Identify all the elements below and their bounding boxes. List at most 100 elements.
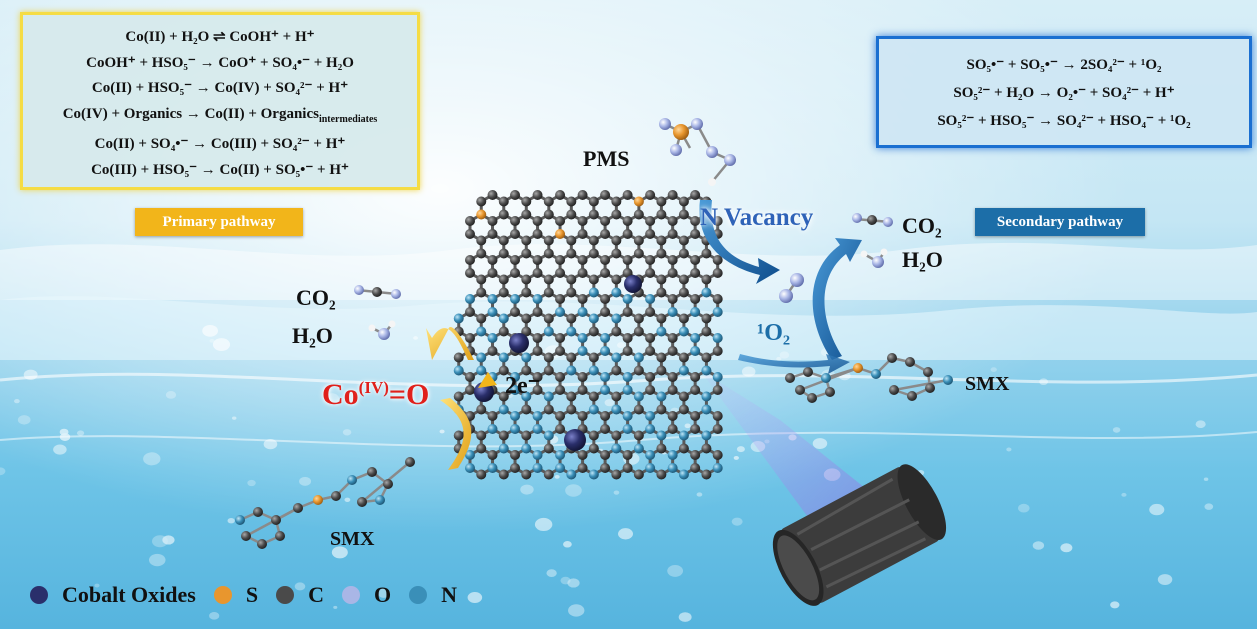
nitrogen-atom — [678, 365, 689, 376]
carbon-atom — [622, 307, 633, 317]
nitrogen-atom — [487, 463, 498, 473]
nitrogen-atom — [821, 373, 831, 383]
carbon-atom — [645, 229, 656, 239]
water-bubble — [520, 484, 534, 495]
carbon-atom — [566, 313, 577, 324]
carbon-atom — [532, 229, 543, 239]
water-bubble — [1110, 601, 1120, 609]
carbon-atom — [622, 346, 633, 356]
hydrogen-atom — [880, 248, 888, 256]
oxygen-atom — [670, 144, 682, 156]
oxygen-atom — [354, 285, 364, 295]
carbon-atom — [678, 352, 689, 363]
water-bubble — [776, 356, 782, 361]
carbon-atom — [690, 294, 701, 304]
carbon-atom — [690, 190, 701, 200]
nitrogen-atom — [566, 469, 577, 480]
carbon-atom — [600, 255, 611, 265]
water-bubble — [617, 342, 625, 349]
carbon-atom — [566, 287, 577, 298]
carbon-atom — [656, 248, 667, 259]
carbon-atom — [577, 268, 588, 278]
nitrogen-atom — [521, 391, 532, 402]
carbon-atom — [600, 450, 611, 460]
sulfur-atom — [633, 196, 644, 207]
nitrogen-atom — [498, 352, 509, 363]
carbon-atom — [690, 372, 701, 382]
water-bubble — [202, 324, 219, 337]
carbon-atom — [453, 352, 464, 363]
nitrogen-atom — [600, 346, 611, 356]
nitrogen-atom — [712, 463, 723, 473]
nitrogen-atom — [712, 333, 723, 343]
nitrogen-atom — [476, 365, 487, 376]
carbon-atom — [498, 326, 509, 337]
cobalt-atom — [564, 429, 586, 451]
carbon-atom — [678, 391, 689, 402]
carbon-atom — [678, 274, 689, 285]
nitrogen-atom — [498, 313, 509, 324]
carbon-atom — [622, 333, 633, 343]
carbon-atom — [465, 372, 475, 382]
hydrogen-atom — [708, 178, 716, 186]
carbon-atom — [622, 216, 633, 226]
carbon-atom — [498, 209, 509, 220]
nitrogen-atom — [943, 375, 953, 385]
nitrogen-atom — [622, 411, 633, 421]
water-bubble — [333, 605, 338, 609]
carbon-atom — [678, 443, 689, 454]
smx-label-left: SMX — [330, 528, 375, 550]
carbon-atom — [667, 190, 678, 200]
legend-o-label: O — [374, 582, 392, 607]
water-bubble — [568, 604, 585, 617]
legend-s-label: S — [245, 582, 259, 607]
sulfur-dot-icon — [213, 586, 232, 604]
water-bubble — [696, 492, 703, 497]
carbon-atom — [510, 268, 521, 278]
water-bubble — [263, 439, 278, 450]
carbon-atom — [510, 190, 521, 200]
carbon-atom — [622, 190, 633, 200]
carbon-atom — [701, 313, 712, 324]
water-bubble — [1006, 447, 1012, 452]
legend-c-label: C — [308, 582, 324, 607]
carbon-atom — [645, 268, 656, 278]
carbon-atom — [656, 274, 667, 285]
nitrogen-atom — [667, 307, 678, 317]
hydrogen-atom — [860, 250, 868, 258]
carbon-atom — [498, 248, 509, 259]
carbon-atom — [293, 503, 303, 513]
carbon-atom — [633, 248, 644, 259]
carbon-atom — [453, 430, 464, 441]
carbon-atom — [521, 313, 532, 324]
carbon-atom — [690, 424, 701, 434]
biochar-log — [772, 464, 947, 606]
oxygen-atom — [706, 146, 718, 158]
carbon-atom — [521, 287, 532, 298]
nitrogen-atom — [667, 450, 678, 460]
carbon-atom — [487, 216, 498, 226]
carbon-atom — [690, 229, 701, 239]
hydrogen-atom — [388, 320, 396, 328]
nitrogen-atom — [656, 391, 667, 402]
carbon-atom — [611, 274, 622, 285]
carbon-atom — [667, 216, 678, 226]
carbon-atom — [600, 411, 611, 421]
carbon-atom — [241, 531, 251, 541]
carbon-atom — [803, 367, 813, 377]
water-bubble — [299, 476, 312, 486]
carbon-atom — [656, 313, 667, 324]
carbon-atom — [555, 424, 566, 434]
nitrogen-atom — [235, 515, 245, 525]
carbon-atom — [577, 385, 588, 395]
carbon-atom — [600, 463, 611, 473]
secondary-equation-2: SO₅²⁻ + H₂O → O₂•⁻ + SO₄²⁻ + H⁺ — [953, 85, 1175, 101]
oxygen-atom — [883, 217, 893, 227]
nitrogen-atom — [622, 424, 633, 434]
primary-equation-5: Co(II) + SO₄•⁻ → Co(III) + SO₄²⁻ + H⁺ — [94, 136, 346, 152]
oxygen-atom — [852, 213, 862, 223]
carbon-atom — [383, 479, 393, 489]
carbon-atom — [656, 287, 667, 298]
nitrogen-atom — [588, 365, 599, 376]
carbon-atom — [690, 450, 701, 460]
